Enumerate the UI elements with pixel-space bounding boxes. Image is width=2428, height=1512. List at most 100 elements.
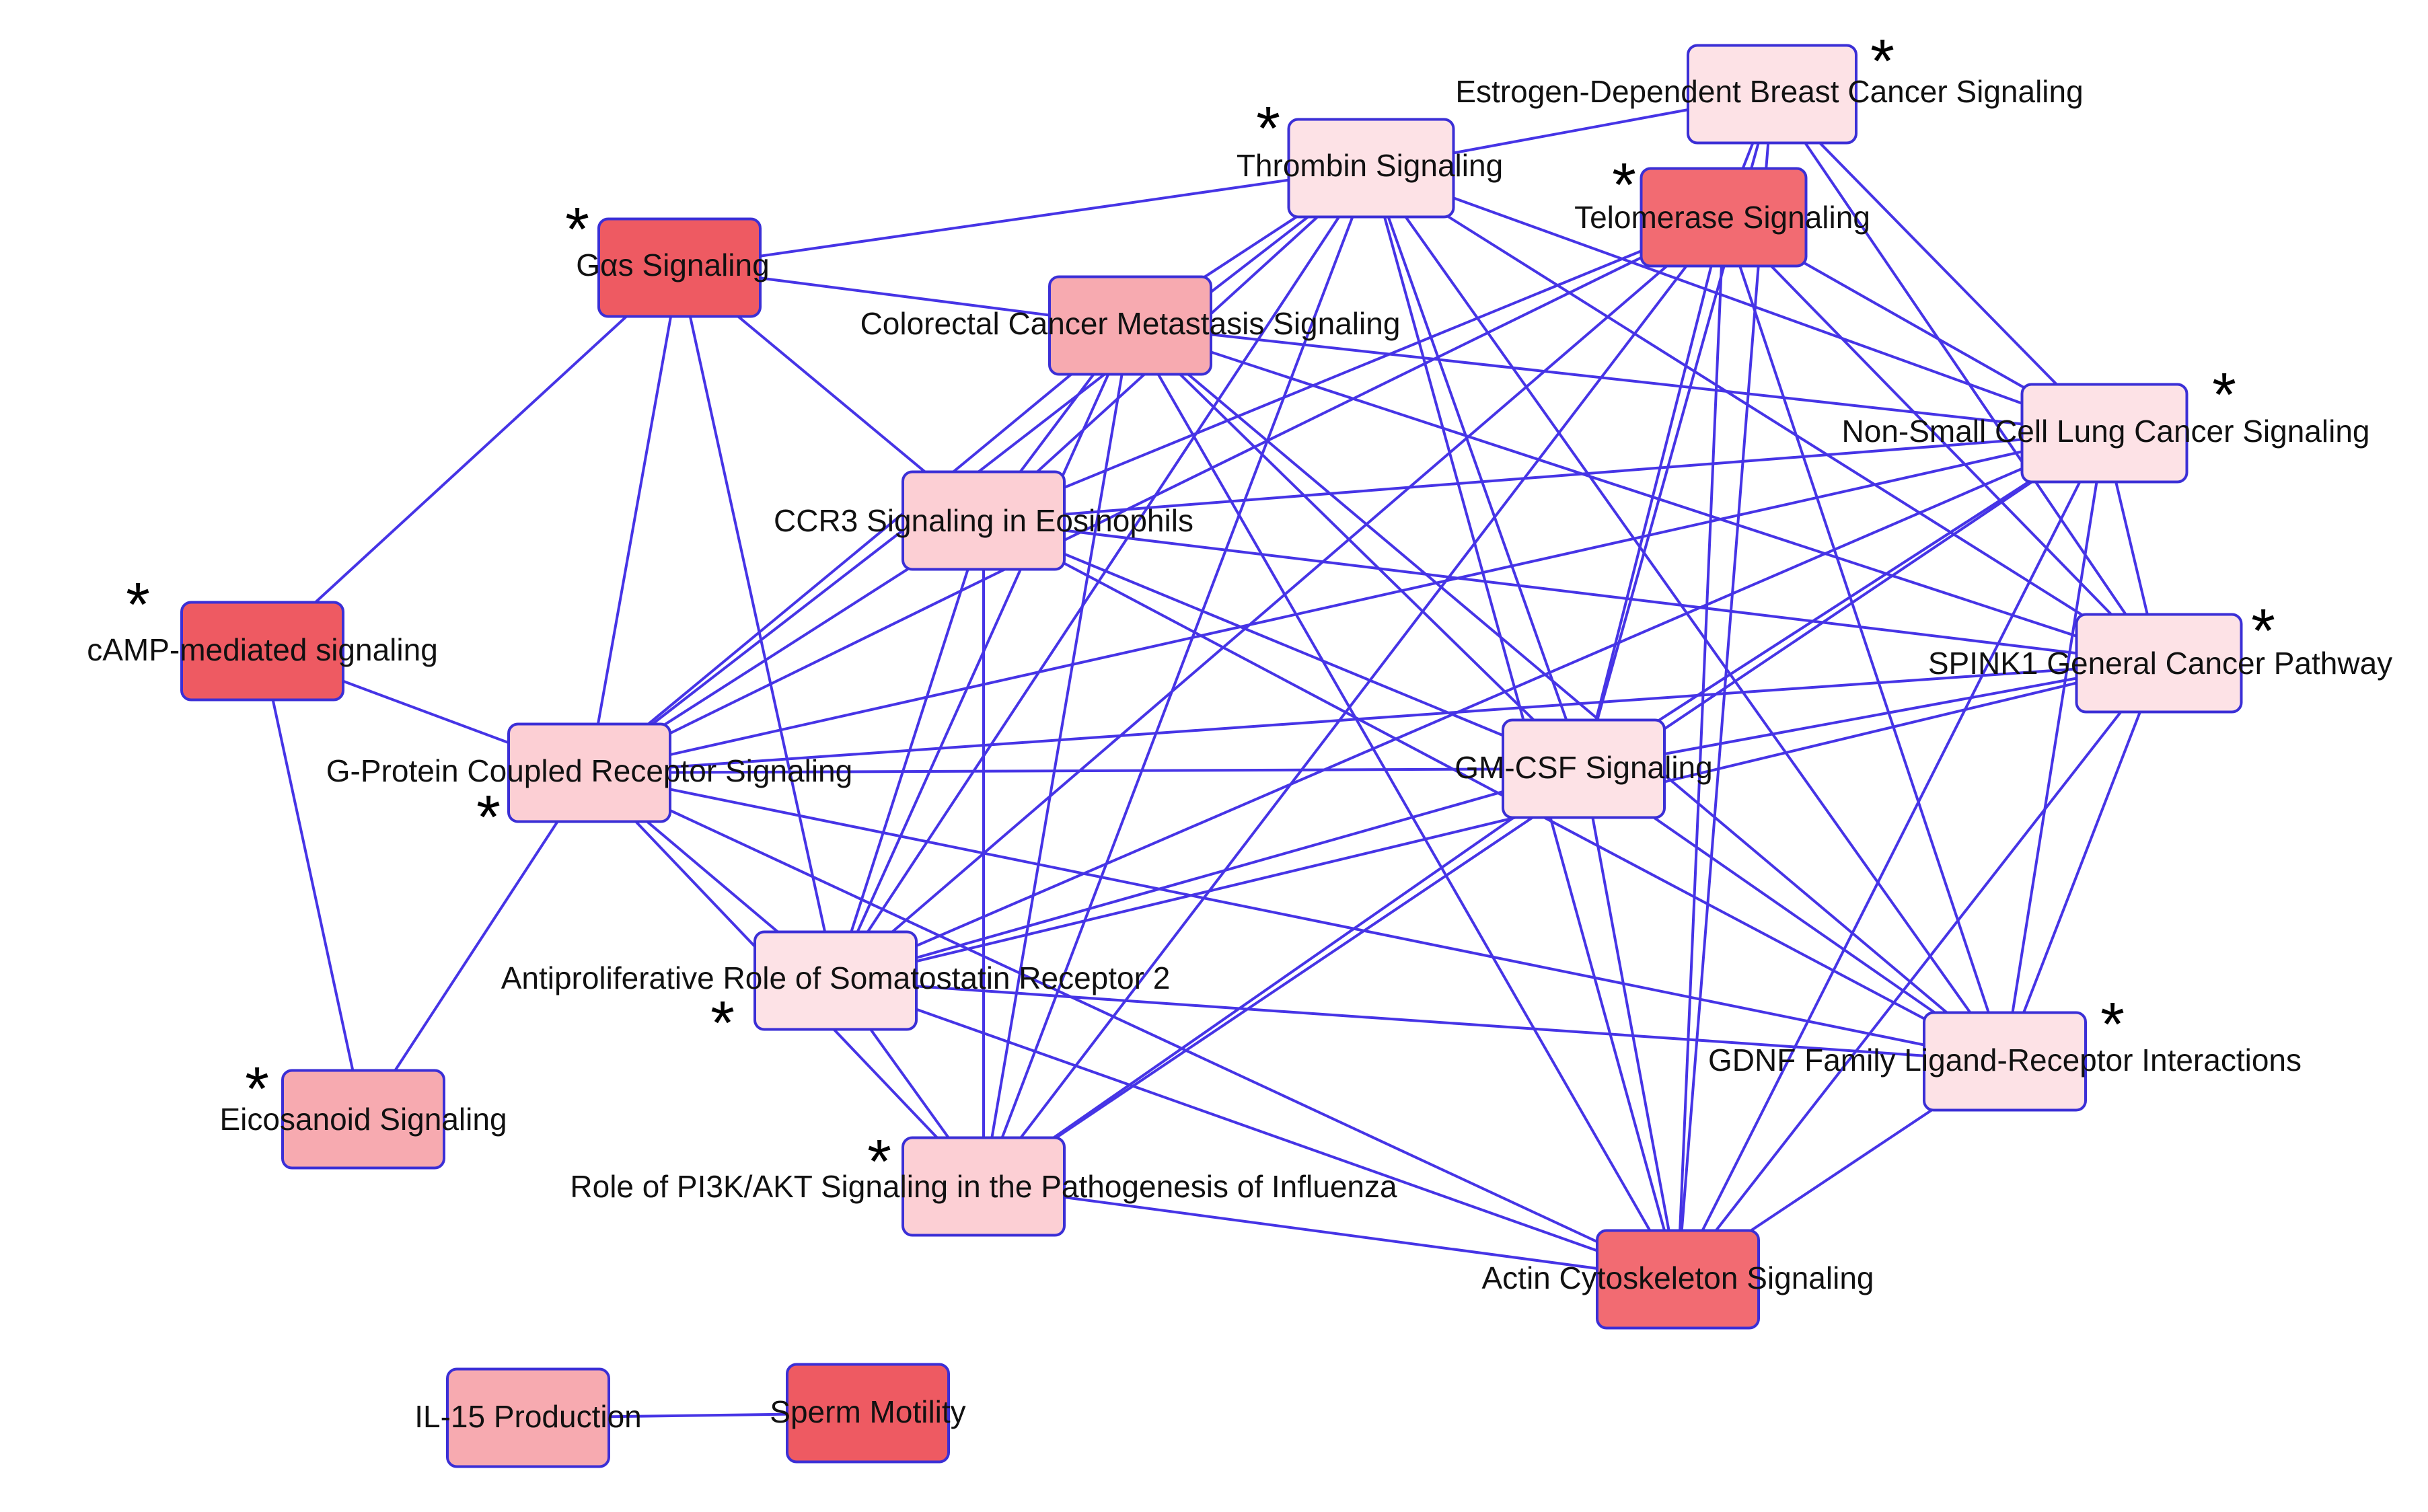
edge-colorectal-gmcsf bbox=[1129, 324, 1585, 770]
node-box[interactable] bbox=[597, 217, 762, 318]
edge-spink1-gdnf bbox=[2003, 663, 2160, 1062]
edge-colorectal-actin bbox=[1129, 325, 1679, 1280]
node-box[interactable] bbox=[180, 601, 344, 702]
nodes-layer: Estrogen-Dependent Breast Cancer Signali… bbox=[87, 27, 2392, 1468]
asterisk-marker: * bbox=[867, 1127, 891, 1196]
node-box[interactable] bbox=[1596, 1229, 1760, 1330]
node-box[interactable] bbox=[281, 1069, 445, 1170]
edge-estrogen-nsclc bbox=[1771, 93, 2106, 434]
node-box[interactable] bbox=[786, 1363, 950, 1464]
node-label: IL-15 Production bbox=[414, 1399, 642, 1434]
edge-nsclc-gmcsf bbox=[1582, 432, 2106, 770]
node-actin[interactable]: Actin Cytoskeleton Signaling bbox=[1482, 1229, 1874, 1330]
node-box[interactable] bbox=[753, 930, 918, 1031]
edge-telomerase-pi3k bbox=[982, 216, 1725, 1188]
node-estrogen[interactable]: Estrogen-Dependent Breast Cancer Signali… bbox=[1455, 27, 2084, 145]
edge-spink1-gmcsf bbox=[1583, 662, 2160, 770]
asterisk-marker: * bbox=[1870, 27, 1894, 96]
node-box[interactable] bbox=[1640, 167, 1808, 268]
edge-thrombin-nsclc bbox=[1370, 167, 2105, 434]
node-label: Colorectal Cancer Metastasis Signaling bbox=[860, 306, 1401, 341]
node-label: Antiproliferative Role of Somatostatin R… bbox=[501, 960, 1171, 995]
asterisk-marker: * bbox=[126, 570, 150, 639]
node-thrombin[interactable]: Thrombin Signaling* bbox=[1237, 94, 1503, 219]
edge-nsclc-actin bbox=[1677, 432, 2106, 1280]
node-label: Estrogen-Dependent Breast Cancer Signali… bbox=[1455, 74, 2083, 109]
node-label: Role of PI3K/AKT Signaling in the Pathog… bbox=[570, 1169, 1397, 1204]
edge-spink1-antiprolif bbox=[835, 662, 2160, 982]
node-label: Non-Small Cell Lung Cancer Signaling bbox=[1842, 414, 2370, 449]
node-label: CCR3 Signaling in Eosinophils bbox=[774, 503, 1193, 538]
node-label: Sperm Motility bbox=[770, 1394, 965, 1429]
asterisk-marker: * bbox=[710, 989, 735, 1057]
node-label: Gαs Signaling bbox=[576, 248, 769, 282]
node-gdnf[interactable]: GDNF Family Ligand-Receptor Interactions… bbox=[1708, 990, 2302, 1112]
edge-colorectal-spink1 bbox=[1130, 324, 2160, 665]
node-box[interactable] bbox=[1923, 1011, 2087, 1112]
node-pi3k[interactable]: Role of PI3K/AKT Signaling in the Pathog… bbox=[570, 1127, 1397, 1237]
node-nsclc[interactable]: Non-Small Cell Lung Cancer Signaling* bbox=[1842, 361, 2370, 484]
edge-telomerase-spink1 bbox=[1722, 216, 2160, 665]
edge-thrombin-pi3k bbox=[982, 167, 1372, 1187]
node-camp[interactable]: cAMP-mediated signaling* bbox=[87, 570, 438, 702]
edge-spink1-actin bbox=[1677, 662, 2160, 1281]
edge-gas-thrombin bbox=[679, 167, 1372, 269]
asterisk-marker: * bbox=[1256, 94, 1280, 163]
edge-thrombin-spink1 bbox=[1370, 167, 2160, 665]
edge-gpcr-spink1 bbox=[589, 662, 2160, 774]
node-label: Thrombin Signaling bbox=[1237, 148, 1503, 183]
node-antiprolif[interactable]: Antiproliferative Role of Somatostatin R… bbox=[501, 930, 1171, 1058]
edge-gpcr-gmcsf bbox=[589, 767, 1584, 774]
node-colorectal[interactable]: Colorectal Cancer Metastasis Signaling bbox=[860, 275, 1401, 376]
edge-telomerase-gmcsf bbox=[1582, 217, 1725, 769]
node-gas[interactable]: Gαs Signaling* bbox=[565, 195, 770, 318]
edge-thrombin-gmcsf bbox=[1370, 167, 1585, 769]
node-label: Actin Cytoskeleton Signaling bbox=[1482, 1260, 1874, 1295]
asterisk-marker: * bbox=[2100, 990, 2125, 1059]
node-box[interactable] bbox=[2020, 383, 2188, 484]
node-box[interactable] bbox=[1687, 44, 1857, 145]
node-sperm[interactable]: Sperm Motility bbox=[770, 1363, 966, 1464]
asterisk-marker: * bbox=[565, 195, 589, 264]
edge-gpcr-nsclc bbox=[589, 432, 2105, 774]
edge-colorectal-nsclc bbox=[1130, 324, 2105, 434]
edge-ccr3-gmcsf bbox=[983, 519, 1584, 770]
node-box[interactable] bbox=[1502, 718, 1666, 819]
edge-thrombin-antiprolif bbox=[834, 167, 1372, 982]
asterisk-marker: * bbox=[476, 783, 501, 852]
edge-gmcsf-antiprolif bbox=[835, 767, 1584, 982]
edge-pi3k-actin bbox=[983, 1185, 1679, 1281]
node-eicosanoid[interactable]: Eicosanoid Signaling* bbox=[219, 1055, 507, 1170]
node-box[interactable] bbox=[1048, 275, 1212, 376]
edge-gpcr-actin bbox=[589, 771, 1679, 1281]
node-box[interactable] bbox=[507, 722, 671, 823]
node-box[interactable] bbox=[2075, 613, 2243, 714]
node-il15[interactable]: IL-15 Production bbox=[414, 1367, 642, 1468]
node-box[interactable] bbox=[1287, 118, 1455, 219]
edge-gmcsf-pi3k bbox=[982, 767, 1585, 1188]
edge-colorectal-gdnf bbox=[1129, 324, 2006, 1063]
edge-gas-gpcr bbox=[588, 267, 681, 773]
edge-camp-eicosanoid bbox=[261, 650, 365, 1120]
node-telomerase[interactable]: Telomerase Signaling* bbox=[1574, 151, 1870, 268]
node-box[interactable] bbox=[902, 1136, 1066, 1237]
node-label: cAMP-mediated signaling bbox=[87, 632, 438, 667]
edge-nsclc-gdnf bbox=[2003, 432, 2106, 1062]
node-label: GDNF Family Ligand-Receptor Interactions bbox=[1708, 1043, 2302, 1078]
edge-ccr3-antiprolif bbox=[834, 520, 985, 981]
asterisk-marker: * bbox=[245, 1055, 269, 1123]
node-box[interactable] bbox=[902, 470, 1066, 571]
edge-nsclc-antiprolif bbox=[835, 432, 2105, 982]
edge-antiprolif-actin bbox=[835, 979, 1679, 1281]
node-spink1[interactable]: SPINK1 General Cancer Pathway* bbox=[1928, 597, 2392, 714]
node-box[interactable] bbox=[446, 1367, 610, 1468]
node-ccr3[interactable]: CCR3 Signaling in Eosinophils bbox=[774, 470, 1193, 571]
node-gmcsf[interactable]: GM-CSF Signaling bbox=[1455, 718, 1713, 819]
node-label: GM-CSF Signaling bbox=[1455, 750, 1712, 785]
edge-antiprolif-gdnf bbox=[835, 979, 2006, 1063]
edge-ccr3-spink1 bbox=[983, 519, 2160, 665]
node-label: SPINK1 General Cancer Pathway bbox=[1928, 646, 2392, 681]
node-gpcr[interactable]: G-Protein Coupled Receptor Signaling* bbox=[326, 722, 852, 852]
edge-telomerase-antiprolif bbox=[834, 216, 1725, 982]
